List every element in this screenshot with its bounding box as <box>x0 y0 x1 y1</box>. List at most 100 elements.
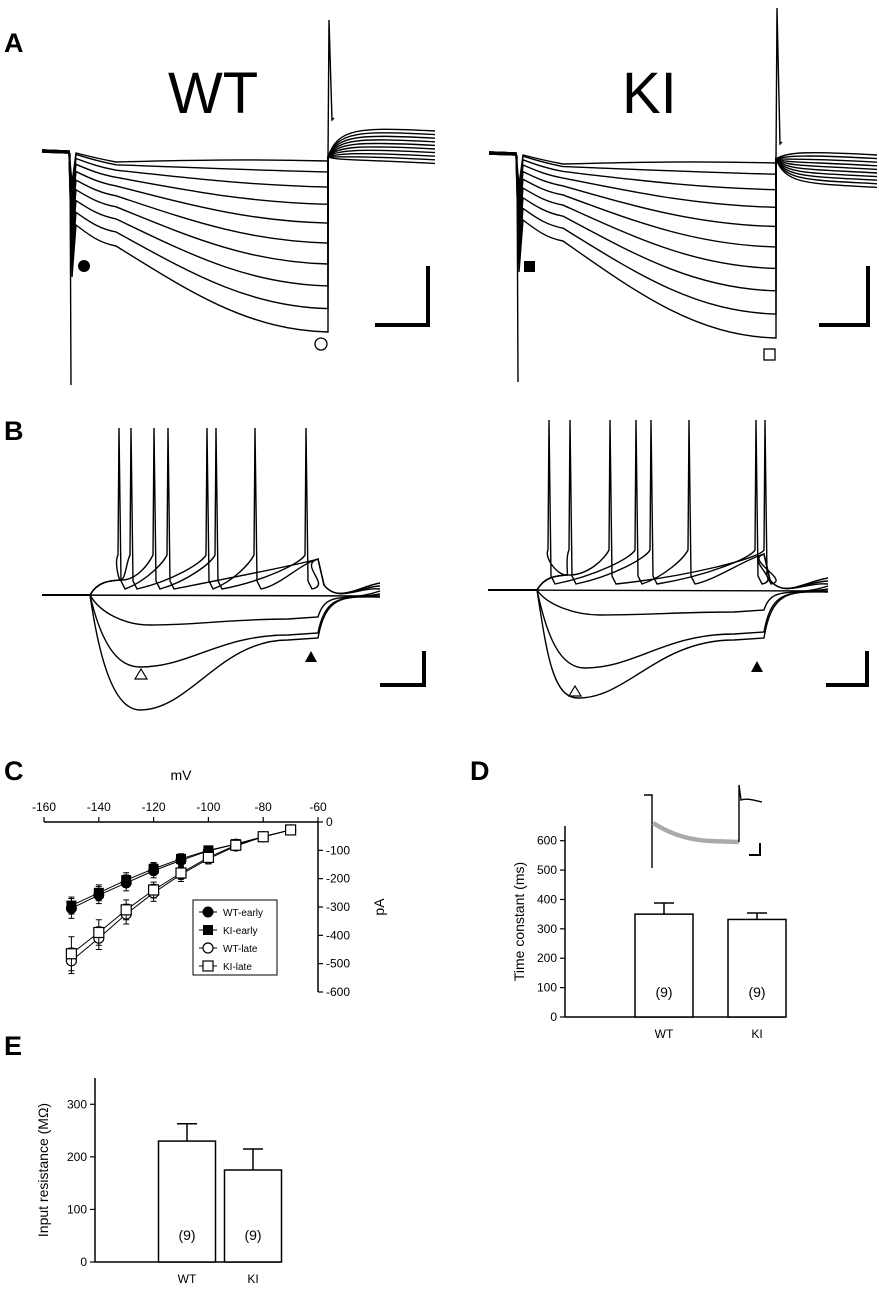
current-trace <box>41 128 436 184</box>
voltage-trace <box>41 594 381 597</box>
data-point <box>202 851 214 864</box>
current-trace <box>488 153 878 315</box>
data-point <box>148 884 160 896</box>
voltage-trace <box>487 589 829 592</box>
y-tick-label: -600 <box>326 985 350 999</box>
y-tick-label: 600 <box>537 834 557 848</box>
x-tick-label: KI <box>751 1027 762 1041</box>
data-point <box>65 948 78 960</box>
onset-transient <box>516 154 519 383</box>
data-point <box>176 853 186 864</box>
time-constant-inset <box>644 784 763 868</box>
wt-voltage-traces <box>41 427 381 711</box>
y-axis-label: Time constant (ms) <box>511 862 527 981</box>
wt-early-marker <box>78 260 90 272</box>
ki-steady-marker <box>751 661 763 672</box>
voltage-trace <box>488 419 829 591</box>
current-trace <box>488 153 878 195</box>
bar-count-label: (9) <box>748 984 765 1000</box>
current-trace <box>41 149 436 333</box>
panel-label-d: D <box>470 756 490 786</box>
current-trace <box>488 152 878 292</box>
voltage-trace <box>488 585 829 616</box>
voltage-trace <box>488 589 829 699</box>
current-trace <box>41 132 436 187</box>
current-trace <box>488 151 878 186</box>
panel-label-e: E <box>4 1031 22 1061</box>
ki-current-traces <box>488 7 878 383</box>
y-tick-label: -300 <box>326 900 350 914</box>
bar-wt <box>634 913 694 1018</box>
current-trace <box>488 152 878 228</box>
current-trace <box>41 146 436 244</box>
onset-transient <box>69 152 72 386</box>
x-tick-label: WT <box>178 1272 197 1286</box>
current-trace <box>488 151 878 209</box>
y-tick-label: -200 <box>326 872 350 886</box>
x-tick-label: -60 <box>309 800 327 814</box>
data-point <box>285 824 297 836</box>
wt-scale-bar <box>375 266 430 327</box>
data-point <box>203 925 213 935</box>
current-trace <box>41 139 436 206</box>
data-point <box>120 904 132 916</box>
y-axis-label: Input resistance (MΩ) <box>35 1103 51 1237</box>
bar-wt <box>157 1140 217 1263</box>
current-trace <box>41 149 436 265</box>
data-point <box>66 900 77 911</box>
x-tick-label: -140 <box>87 800 111 814</box>
y-axis-label: pA <box>371 898 387 916</box>
data-point <box>121 875 132 886</box>
current-trace <box>41 142 436 224</box>
legend-entry: KI-late <box>223 962 252 973</box>
y-tick-label: 100 <box>537 981 557 995</box>
voltage-trace <box>42 427 381 596</box>
legend-entry: WT-late <box>223 944 258 955</box>
x-tick-label: -120 <box>142 800 166 814</box>
voltage-trace <box>42 594 381 711</box>
legend-entry: KI-early <box>223 926 257 937</box>
offset-transient <box>327 19 335 159</box>
data-point <box>257 831 269 843</box>
y-tick-label: 0 <box>80 1255 87 1269</box>
x-axis-label: mV <box>171 767 193 783</box>
voltage-trace <box>42 427 381 596</box>
y-tick-label: 100 <box>67 1202 87 1216</box>
y-tick-label: 300 <box>537 922 557 936</box>
data-point <box>175 867 187 879</box>
y-tick-label: 200 <box>537 951 557 965</box>
voltage-trace <box>488 419 829 591</box>
y-tick-label: 500 <box>537 863 557 877</box>
voltage-trace <box>488 588 829 669</box>
current-trace <box>488 151 878 270</box>
data-point <box>202 906 214 918</box>
wt-title: WT <box>168 61 258 126</box>
data-point <box>202 942 214 954</box>
data-point <box>148 863 159 874</box>
current-trace <box>488 151 878 339</box>
y-tick-label: 400 <box>537 892 557 906</box>
ki-late-marker <box>763 348 776 361</box>
ki-voltage-traces <box>487 419 829 699</box>
x-tick-label: -80 <box>255 800 273 814</box>
current-trace <box>41 135 436 194</box>
voltage-trace <box>42 427 381 596</box>
bar-ki <box>223 1169 283 1263</box>
ki-b-scale-bar <box>826 651 869 687</box>
bar-ki <box>727 918 787 1018</box>
data-point <box>93 887 104 898</box>
ki-early-marker <box>524 261 535 272</box>
offset-transient <box>775 7 783 161</box>
x-tick-label: KI <box>247 1272 258 1286</box>
current-trace <box>41 151 436 310</box>
wt-peak-sag-marker <box>133 667 149 680</box>
wt-current-traces <box>41 19 436 386</box>
current-trace <box>488 152 878 189</box>
legend-entry: WT-early <box>223 908 263 919</box>
panel-label-a: A <box>4 28 24 58</box>
ki-peak-sag-marker <box>567 684 583 697</box>
wt-b-scale-bar <box>380 651 426 687</box>
